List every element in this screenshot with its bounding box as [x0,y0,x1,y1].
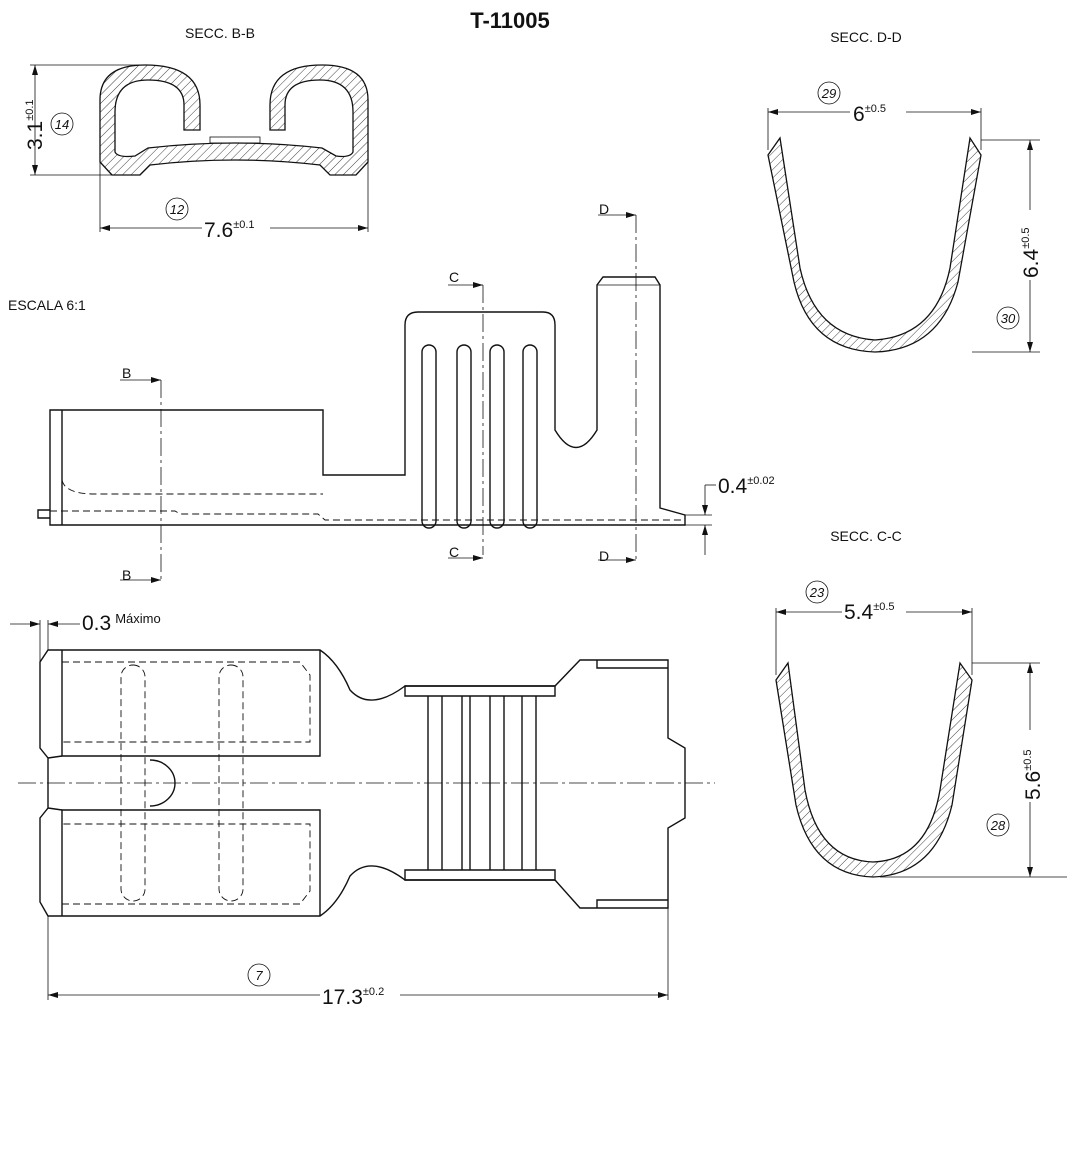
balloon-29: 29 [821,86,836,101]
marker-c-top: C [449,269,459,285]
bb-width-dimension: 7.6±0.1 [204,219,255,242]
marker-d-bottom: D [599,548,609,564]
cc-width-dimension: 5.4±0.5 [844,601,895,624]
side-view: B B C C D D 0.4±0.02 [37,201,775,583]
section-c-c-label: SECC. C-C [830,528,902,544]
balloon-7: 7 [255,968,263,983]
balloon-23: 23 [809,585,825,600]
balloon-12: 12 [170,202,185,217]
bb-height-dimension: 3.1±0.1 [24,99,47,150]
balloon-30: 30 [1001,311,1016,326]
ribs [421,344,538,529]
balloon-28: 28 [990,818,1006,833]
drawing-title: T-11005 [470,8,550,33]
marker-d-top: D [599,201,609,217]
marker-c-bottom: C [449,544,459,560]
dd-width-dimension: 6±0.5 [853,103,886,126]
section-d-d-label: SECC. D-D [830,29,902,45]
scale-label: ESCALA 6:1 [8,297,86,313]
section-b-b: SECC. B-B 3.1±0.1 14 7.6±0.1 12 [24,25,369,242]
balloon-14: 14 [55,117,69,132]
cc-height-dimension: 5.6±0.5 [1022,749,1045,800]
dd-height-dimension: 6.4±0.5 [1020,227,1043,278]
length-dimension: 17.3±0.2 [322,986,384,1009]
thickness-dimension: 0.4±0.02 [718,475,775,498]
section-d-d: SECC. D-D 6±0.5 29 6.4±0.5 30 [767,29,1043,353]
marker-b-top: B [122,365,131,381]
marker-b-bottom: B [122,567,131,583]
section-b-b-label: SECC. B-B [185,25,255,41]
section-c-c: SECC. C-C 5.4±0.5 23 5.6±0.5 28 [775,528,1067,878]
